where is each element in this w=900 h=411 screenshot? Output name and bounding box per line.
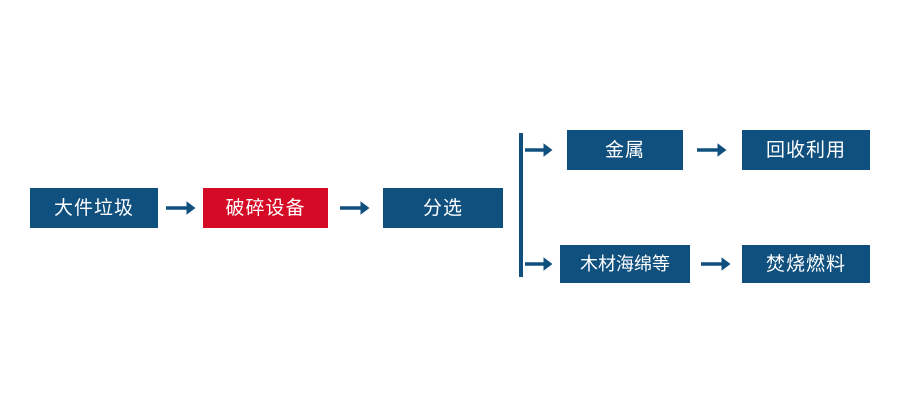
- node-recycling[interactable]: 回收利用: [742, 130, 870, 170]
- arrow-right-icon-branch-bottom: [525, 253, 553, 275]
- arrow-right-icon-branch-top: [525, 139, 553, 161]
- node-sorting[interactable]: 分选: [383, 188, 503, 228]
- node-metal[interactable]: 金属: [567, 130, 683, 170]
- node-crusher-equipment[interactable]: 破碎设备: [203, 188, 328, 228]
- arrow-right-icon-waste-to-crusher: [166, 197, 196, 219]
- node-incineration-fuel[interactable]: 焚烧燃料: [742, 245, 870, 283]
- arrow-right-icon-metal-to-recycling: [697, 139, 727, 161]
- node-bulky-waste[interactable]: 大件垃圾: [30, 188, 158, 228]
- arrow-right-icon-crusher-to-sorting: [340, 197, 370, 219]
- node-wood-sponge[interactable]: 木材海绵等: [560, 245, 690, 283]
- branch-split-line: [519, 133, 523, 277]
- arrow-right-icon-wood-to-incineration: [701, 253, 731, 275]
